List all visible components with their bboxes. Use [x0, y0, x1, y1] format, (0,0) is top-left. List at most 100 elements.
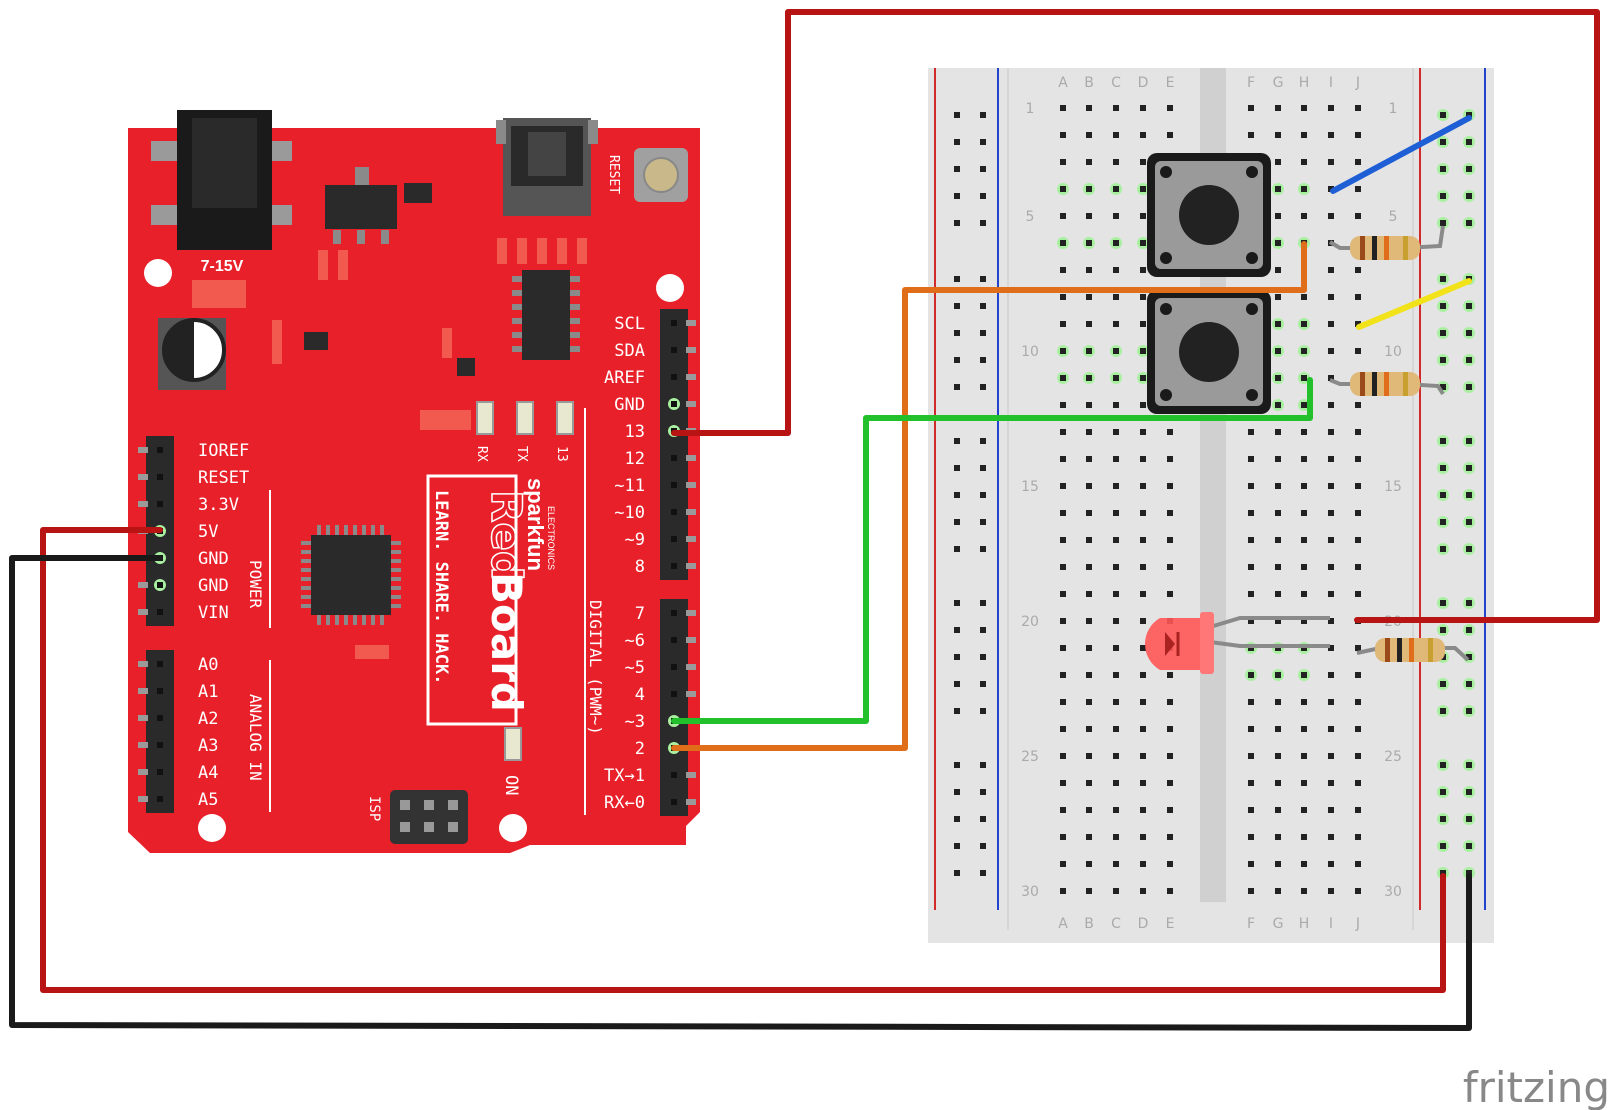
breadboard-hole [1301, 186, 1307, 192]
smd-part-1 [304, 332, 328, 350]
column-letter: C [1111, 75, 1121, 91]
header-pin-label: 2 [635, 739, 645, 759]
breadboard-hole [1140, 321, 1146, 327]
header-pin-label: ~3 [625, 712, 645, 732]
breadboard-hole [1275, 699, 1281, 705]
column-letter: I [1329, 916, 1333, 932]
breadboard-hole [1355, 564, 1361, 570]
breadboard-hole [1086, 456, 1092, 462]
breadboard-hole [1355, 888, 1361, 894]
rail-hole [1440, 600, 1446, 606]
breadboard-hole [1328, 780, 1334, 786]
breadboard-hole [1355, 132, 1361, 138]
rail-hole [1466, 519, 1472, 525]
breadboard-hole [1301, 159, 1307, 165]
breadboard-hole [1248, 834, 1254, 840]
rail-hole [980, 112, 986, 118]
rail-hole [1440, 112, 1446, 118]
isp-label: ISP [366, 796, 382, 821]
rail-hole [1466, 816, 1472, 822]
header-body [660, 309, 688, 580]
rail-hole [980, 139, 986, 145]
breadboard-hole [1301, 753, 1307, 759]
breadboard-hole [1086, 429, 1092, 435]
breadboard-hole [1355, 294, 1361, 300]
rail-hole [980, 357, 986, 363]
breadboard-hole [1355, 591, 1361, 597]
column-letter: F [1247, 75, 1255, 91]
redboard: 7-15V RESET [128, 110, 700, 853]
redboard-logo: Red Board LEARN. SHARE. HACK. sparkfun E… [426, 474, 556, 726]
breadboard-hole [1275, 294, 1281, 300]
breadboard-hole [1113, 321, 1119, 327]
breadboard-hole [1328, 429, 1334, 435]
breadboard-hole [1275, 726, 1281, 732]
mount-hole-1 [144, 259, 172, 287]
breadboard-hole [1328, 375, 1334, 381]
breadboard-hole [1113, 753, 1119, 759]
breadboard-hole [1355, 429, 1361, 435]
breadboard-hole [1060, 375, 1066, 381]
column-letter: B [1084, 75, 1094, 91]
breadboard-hole [1086, 132, 1092, 138]
header-pin-tab [686, 691, 696, 697]
chip-pin [301, 550, 311, 554]
breadboard-hole [1060, 591, 1066, 597]
header-pin-label: A3 [198, 736, 218, 756]
breadboard-hole [1248, 753, 1254, 759]
rail-hole [954, 139, 960, 145]
rail-hole [954, 220, 960, 226]
rail-hole [1466, 492, 1472, 498]
breadboard-hole [1140, 888, 1146, 894]
breadboard-hole [1113, 699, 1119, 705]
row-number: 5 [1026, 209, 1035, 225]
header-pin [671, 320, 677, 326]
rail-hole [980, 600, 986, 606]
breadboard-hole [1248, 564, 1254, 570]
breadboard-hole [1167, 483, 1173, 489]
breadboard-hole [1086, 267, 1092, 273]
header-pin-label: 8 [635, 557, 645, 577]
header-pin [671, 563, 677, 569]
smd-pad-1 [272, 320, 282, 364]
rail-hole [980, 465, 986, 471]
breadboard-hole [1086, 240, 1092, 246]
column-letter: A [1058, 75, 1068, 91]
breadboard-hole [1167, 861, 1173, 867]
chip-pin [512, 332, 522, 338]
wire-gnd-to-rail [9, 555, 1472, 1031]
isp-pin [400, 822, 410, 832]
breadboard-hole [1140, 510, 1146, 516]
row-number: 10 [1384, 344, 1402, 360]
breadboard-hole [1167, 591, 1173, 597]
header-pin-tab [686, 347, 696, 353]
chip-pin [512, 290, 522, 296]
column-letter: H [1299, 75, 1310, 91]
breadboard-hole [1060, 321, 1066, 327]
chip-pin [301, 604, 311, 608]
breadboard-hole [1275, 483, 1281, 489]
breadboard-hole [1328, 213, 1334, 219]
breadboard-hole [1113, 537, 1119, 543]
breadboard-hole [1060, 564, 1066, 570]
breadboard-hole [1328, 483, 1334, 489]
breadboard-hole [1355, 861, 1361, 867]
breadboard-hole [1355, 807, 1361, 813]
isp-pin [400, 800, 410, 810]
header-pin-label: ~9 [625, 530, 645, 550]
rail-hole [1440, 357, 1446, 363]
digital-header-title: DIGITAL (PWM~) [586, 600, 605, 735]
breadboard-hole [1060, 537, 1066, 543]
header-pin-label: SDA [614, 341, 645, 361]
breadboard-hole [1275, 510, 1281, 516]
chip-pin [301, 595, 311, 599]
header-pin-tab [686, 563, 696, 569]
header-pin-label: GND [198, 576, 229, 596]
breadboard-hole [1275, 240, 1281, 246]
rail-hole [1440, 492, 1446, 498]
breadboard-hole [1328, 618, 1334, 624]
breadboard-hole [1060, 240, 1066, 246]
breadboard-hole [1328, 726, 1334, 732]
voltage-regulator [325, 167, 432, 244]
